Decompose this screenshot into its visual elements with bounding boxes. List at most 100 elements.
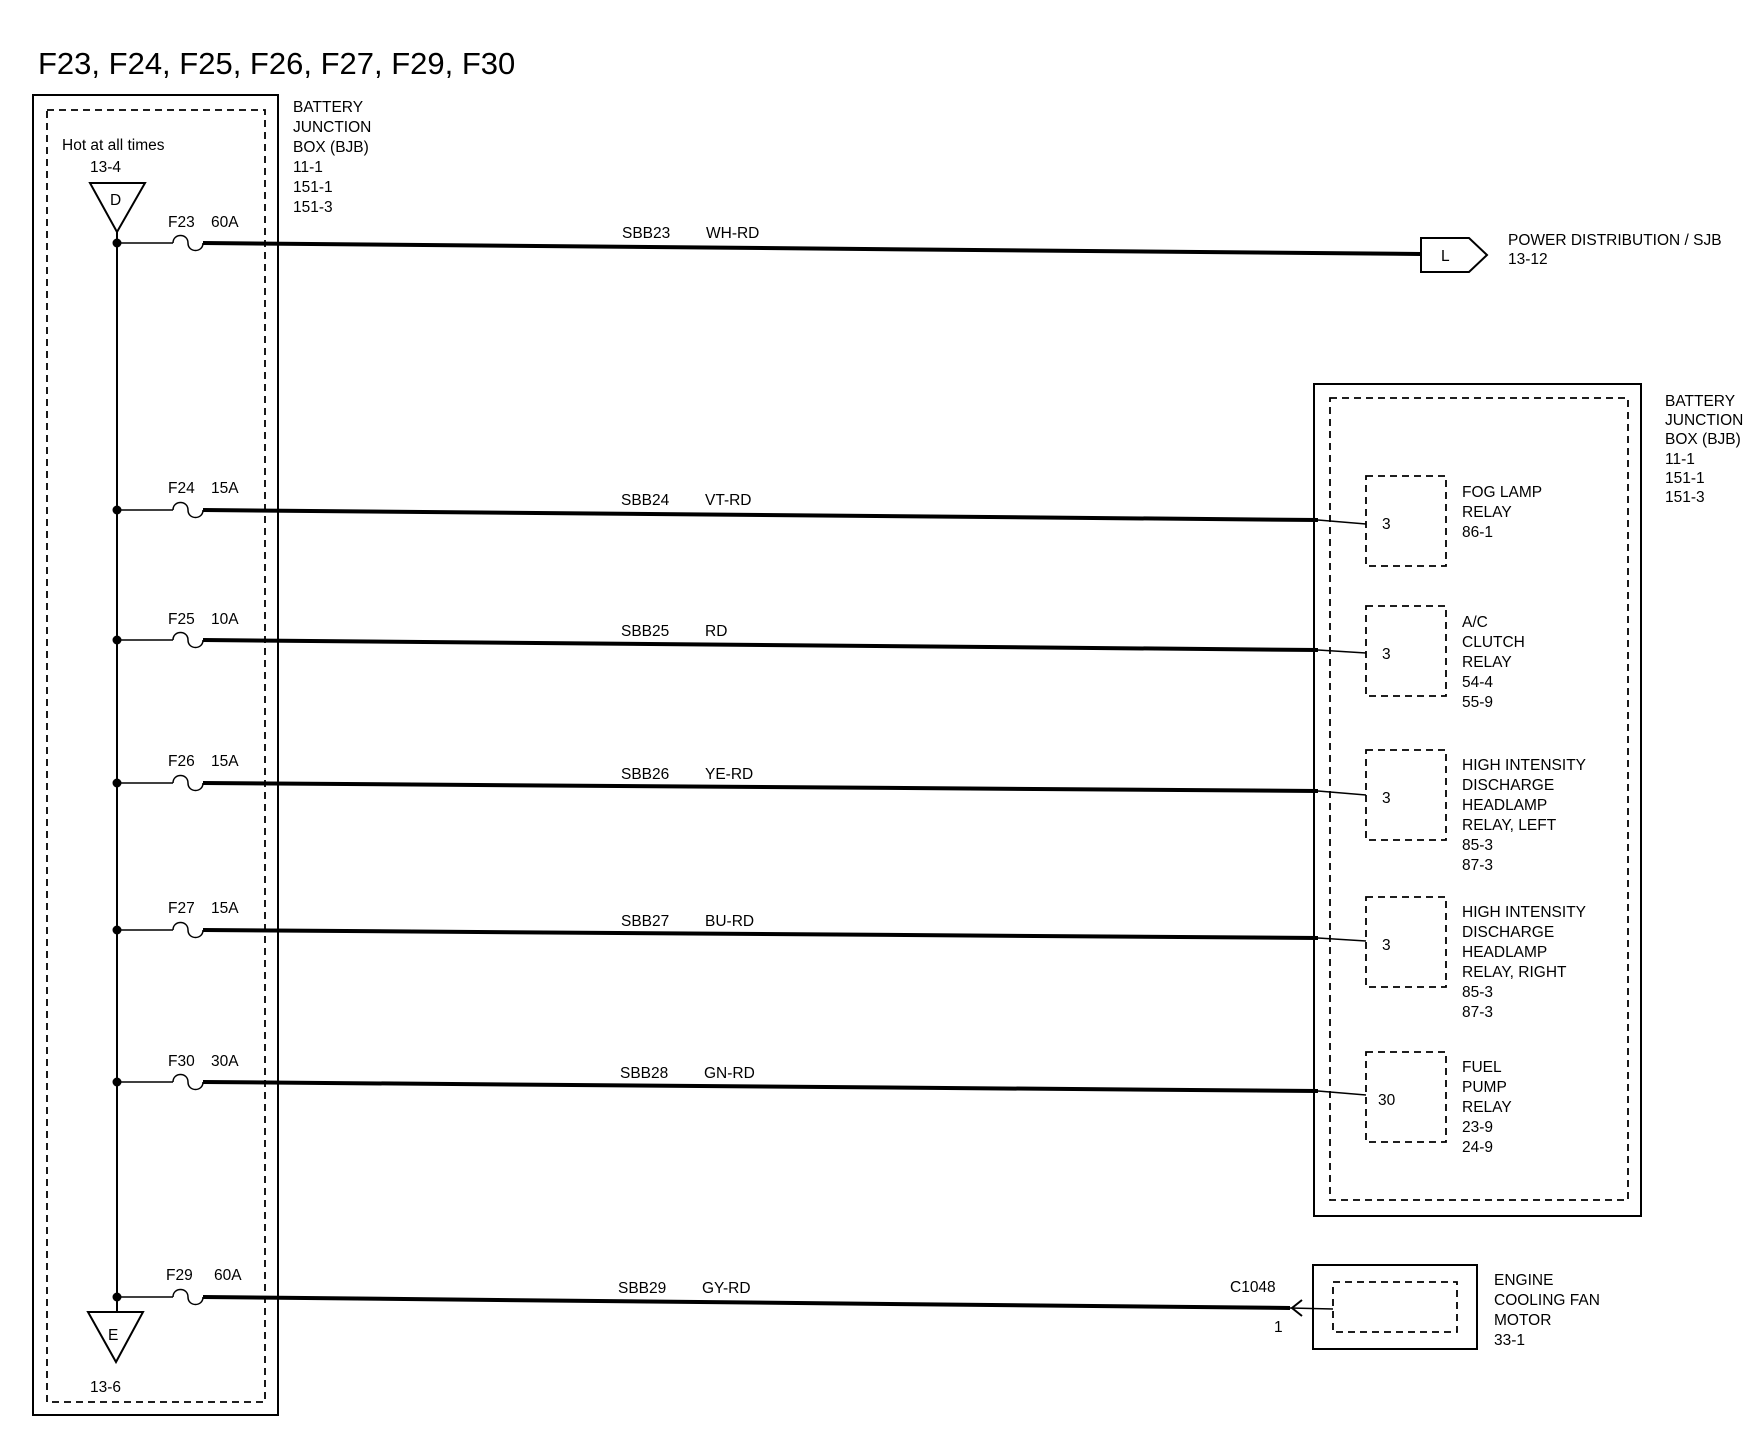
fuse-id: F26	[168, 753, 195, 770]
circuit-number: SBB26	[621, 766, 669, 783]
right-bjb-line: 151-3	[1665, 489, 1705, 506]
connector-e-label: E	[108, 1327, 118, 1344]
fuse-symbol	[172, 921, 204, 939]
circuit-f25: F25 10A SBB25 RD	[112, 611, 1367, 654]
wire-stub	[1317, 1090, 1367, 1096]
fuse-id: F30	[168, 1053, 195, 1070]
relay-label-line: DISCHARGE	[1462, 924, 1554, 941]
relay-label-line: DISCHARGE	[1462, 777, 1554, 794]
fuse-rating: 30A	[211, 1053, 239, 1070]
relay-label-line: 85-3	[1462, 837, 1493, 854]
left-bjb-line: BATTERY	[293, 99, 363, 116]
connector-l-shape	[1420, 237, 1489, 273]
right-bjb-line: BATTERY	[1665, 393, 1735, 410]
wire-color: RD	[705, 623, 727, 640]
right-bjb-outline	[1313, 383, 1642, 1217]
fan-label-line: COOLING FAN	[1494, 1292, 1600, 1309]
left-bjb-line: 151-1	[293, 179, 333, 196]
right-bjb-line: BOX (BJB)	[1665, 431, 1741, 448]
relay-box	[1365, 475, 1447, 567]
left-bjb-outline	[32, 94, 279, 1416]
wire-color: WH-RD	[706, 225, 759, 242]
relay-label-line: 54-4	[1462, 674, 1493, 691]
relay-label-line: HIGH INTENSITY	[1462, 757, 1586, 774]
circuit-f29: F29 60A SBB29 GY-RD	[112, 1267, 1334, 1310]
relay-label-line: RELAY	[1462, 654, 1512, 671]
connector-l-label: L	[1441, 248, 1450, 265]
left-bjb-inner	[46, 109, 266, 1403]
relay-label-line: 85-3	[1462, 984, 1493, 1001]
relay-label-line: 87-3	[1462, 1004, 1493, 1021]
wire-stub	[1317, 790, 1367, 796]
fan-motor-outline	[1312, 1264, 1478, 1350]
wire-sbb24	[202, 508, 1319, 522]
circuit-number: SBB27	[621, 913, 669, 930]
relay-label-line: HIGH INTENSITY	[1462, 904, 1586, 921]
left-bjb-line: BOX (BJB)	[293, 139, 369, 156]
fan-motor-inner	[1332, 1281, 1458, 1333]
wire-stub	[1317, 519, 1367, 525]
relay-pin: 3	[1382, 790, 1391, 807]
left-bjb-line: 151-3	[293, 199, 333, 216]
circuit-f27: F27 15A SBB27 BU-RD	[112, 900, 1367, 942]
fuse-rating: 10A	[211, 611, 239, 628]
connector-d-triangle	[88, 182, 147, 235]
fan-motor: C1048 1 ENGINE COOLING FAN MOTOR 33-1	[1230, 1264, 1600, 1350]
right-bjb-line: 11-1	[1665, 451, 1695, 468]
relay-label-line: 23-9	[1462, 1119, 1493, 1136]
circuit-number: SBB29	[618, 1280, 666, 1297]
power-distribution-ref: 13-12	[1508, 251, 1548, 268]
relay-label-line: 55-9	[1462, 694, 1493, 711]
wire-color: VT-RD	[705, 492, 752, 509]
fuse-rating: 60A	[214, 1267, 242, 1284]
circuit-f23: F23 60A SBB23 WH-RD	[112, 214, 1422, 256]
right-bjb-inner	[1329, 397, 1629, 1201]
relay-label-line: RELAY	[1462, 504, 1512, 521]
left-bjb-line: 11-1	[293, 159, 323, 176]
circuit-number: SBB25	[621, 623, 669, 640]
wire-sbb29	[202, 1295, 1291, 1310]
fuse-id: F27	[168, 900, 195, 917]
relay-box	[1365, 1051, 1447, 1143]
circuit-number: SBB28	[620, 1065, 668, 1082]
wire-sbb26	[202, 781, 1319, 793]
fuse-symbol	[172, 631, 204, 649]
fuse-id: F24	[168, 480, 195, 497]
relay-label-line: RELAY, LEFT	[1462, 817, 1557, 834]
connector-d-label: D	[110, 192, 121, 209]
wire-color: BU-RD	[705, 913, 754, 930]
relay-pin: 3	[1382, 516, 1391, 533]
circuit-number: SBB24	[621, 492, 670, 509]
relay-pin: 30	[1378, 1092, 1396, 1109]
wire-sbb28	[202, 1080, 1319, 1093]
left-bjb-line: JUNCTION	[293, 119, 371, 136]
relay-hid-right: 3 HIGH INTENSITY DISCHARGE HEADLAMP RELA…	[1365, 896, 1586, 1021]
relay-label-line: RELAY	[1462, 1099, 1512, 1116]
wire-stub	[1289, 1307, 1334, 1310]
fan-connector-id: C1048	[1230, 1279, 1276, 1296]
left-bjb-label: BATTERY JUNCTION BOX (BJB) 11-1 151-1 15…	[293, 99, 371, 216]
relay-pin: 3	[1382, 646, 1391, 663]
right-bjb-line: JUNCTION	[1665, 412, 1743, 429]
relay-fuel-pump: 30 FUEL PUMP RELAY 23-9 24-9	[1365, 1051, 1512, 1156]
wire-sbb27	[202, 928, 1319, 940]
wire-color: GN-RD	[704, 1065, 755, 1082]
relay-label-line: HEADLAMP	[1462, 797, 1547, 814]
relay-box	[1365, 896, 1447, 988]
fuse-id: F25	[168, 611, 195, 628]
relay-hid-left: 3 HIGH INTENSITY DISCHARGE HEADLAMP RELA…	[1365, 749, 1586, 874]
relay-label-line: 87-3	[1462, 857, 1493, 874]
relay-label-line: FUEL	[1462, 1059, 1502, 1076]
relay-label-line: FOG LAMP	[1462, 484, 1542, 501]
relay-label-line: 86-1	[1462, 524, 1493, 541]
fuse-id: F29	[166, 1267, 193, 1284]
top-ref-label: 13-4	[90, 159, 121, 176]
fan-label-line: MOTOR	[1494, 1312, 1551, 1329]
fuse-id: F23	[168, 214, 195, 231]
bottom-ref-label: 13-6	[90, 1379, 121, 1396]
relay-ac-clutch: 3 A/C CLUTCH RELAY 54-4 55-9	[1365, 605, 1525, 711]
connector-e-triangle	[86, 1311, 145, 1365]
power-distribution-name: POWER DISTRIBUTION / SJB	[1508, 232, 1722, 249]
fuse-symbol	[172, 1073, 204, 1091]
wire-sbb23	[202, 241, 1422, 256]
